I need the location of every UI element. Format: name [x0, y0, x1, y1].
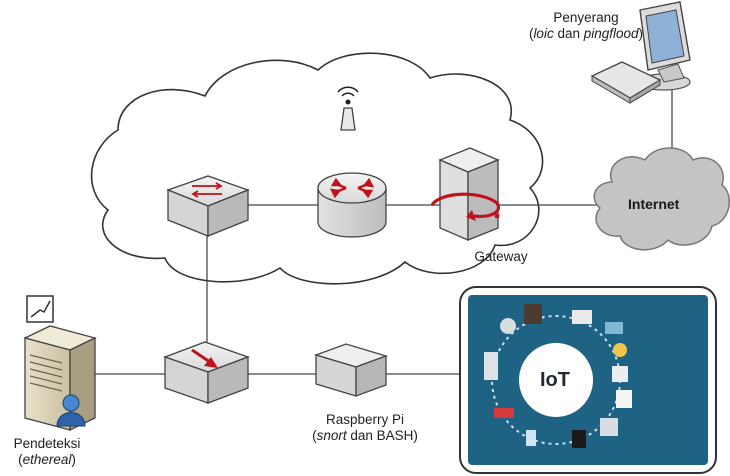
iot-devices	[484, 304, 632, 448]
device-icon	[313, 343, 389, 397]
iot-device-laptop	[605, 322, 623, 334]
attacker-workstation	[590, 1, 691, 104]
attacker-name: Penyerang	[553, 10, 619, 25]
layer3-switch-icon	[163, 341, 250, 404]
attacker-tool-loic: loic	[533, 26, 554, 41]
iot-device-bulb	[526, 430, 536, 446]
detector-name: Pendeteksi	[13, 436, 81, 451]
detector-server	[23, 295, 97, 432]
iot-device-fridge	[484, 352, 498, 380]
internet-cloud	[593, 147, 730, 251]
internet-label: Internet	[628, 196, 680, 212]
iot-device-camera	[572, 310, 592, 324]
raspberry-label: Raspberry Pi (snort dan BASH)	[290, 412, 440, 444]
local-network-cloud	[90, 52, 544, 285]
iot-device-speaker	[524, 304, 542, 324]
iot-device-car	[494, 408, 514, 418]
gateway-label: Gateway	[474, 249, 528, 264]
iot-device-oven	[616, 390, 632, 408]
attacker-tools-sep: dan	[553, 26, 584, 41]
iot-device-washer	[600, 418, 618, 436]
raspberry-tool-bash: dan BASH	[346, 428, 414, 443]
raspberry-tool-snort: snort	[316, 428, 347, 443]
switch-icon	[166, 175, 250, 237]
connection-lines	[95, 79, 673, 375]
iot-label: IoT	[540, 369, 570, 391]
detector-tool-ethereal: ethereal	[22, 452, 72, 467]
attacker-label: Penyerang (loic dan pingflood)	[516, 10, 656, 42]
raspberry-name: Raspberry Pi	[325, 412, 405, 427]
user-icon	[56, 394, 86, 427]
iot-panel	[459, 286, 717, 474]
attacker-tool-pingflood: pingflood	[583, 26, 639, 41]
router-icon	[317, 172, 387, 238]
server-icon	[23, 325, 97, 432]
detector-label: Pendeteksi (ethereal)	[2, 436, 92, 468]
iot-device-coffee	[572, 430, 586, 448]
iot-device-thermostat	[612, 366, 628, 382]
antenna-icon	[337, 86, 359, 131]
firewall-server-icon	[430, 147, 500, 241]
iot-device-sensor	[500, 318, 516, 334]
keyboard-icon	[590, 61, 662, 104]
detector-tools: (ethereal)	[18, 452, 76, 467]
raspberry-tools: (snort dan BASH)	[312, 428, 418, 443]
attacker-tools: (loic dan pingflood)	[528, 26, 644, 41]
iot-device-lamp	[613, 343, 627, 357]
chart-icon	[26, 295, 54, 323]
